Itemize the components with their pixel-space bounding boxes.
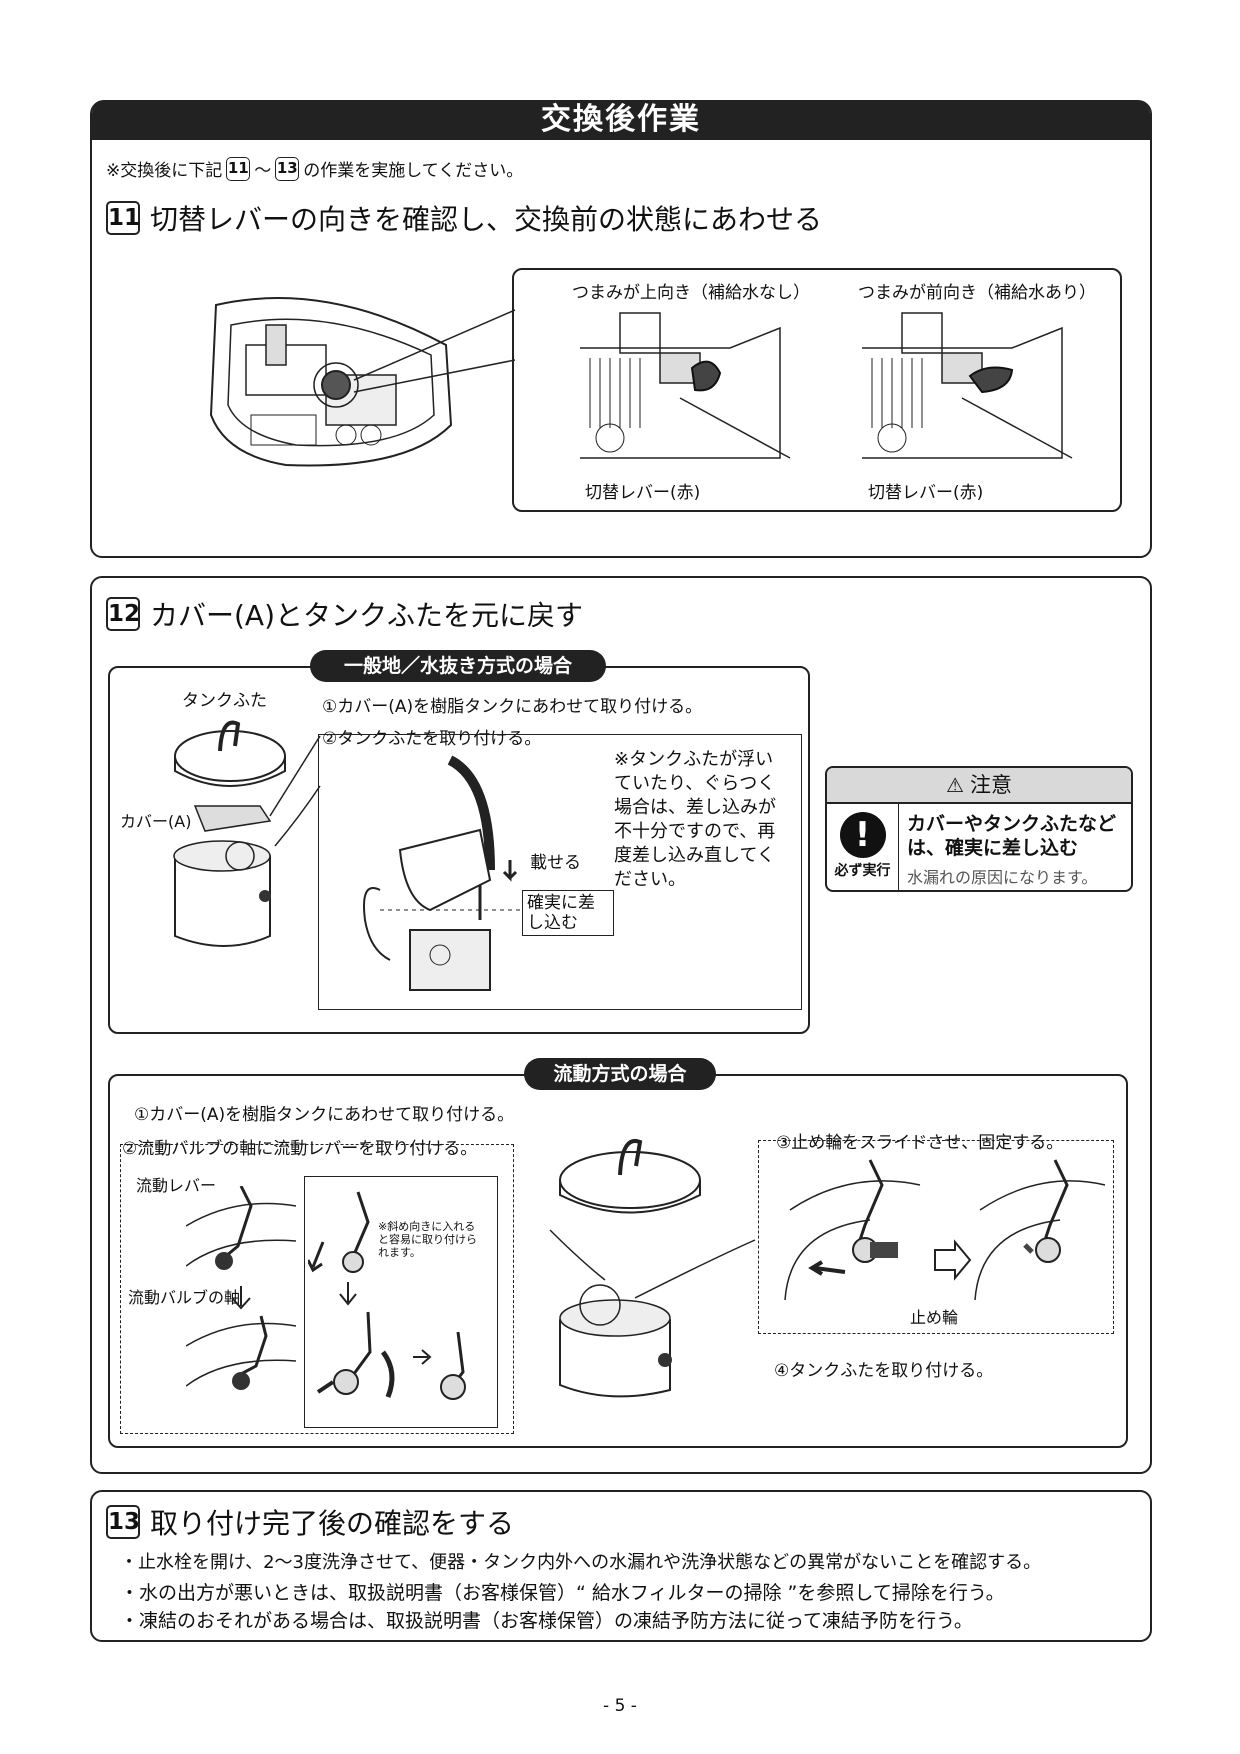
lever-label-left: 切替レバー(赤) xyxy=(585,483,701,503)
tank-assembly-illustration xyxy=(173,720,321,947)
flow-step1: ①カバー(A)を樹脂タンクにあわせて取り付ける。 xyxy=(134,1105,515,1125)
flow-step3-frame xyxy=(758,1140,1114,1334)
step13-title: 13 取り付け完了後の確認をする xyxy=(106,1505,515,1540)
flow-lever-label: 流動レバー xyxy=(136,1176,217,1195)
warning-triangle-icon: ⚠ xyxy=(946,773,964,797)
flow-lever-install-illustration xyxy=(186,1186,296,1390)
general-method-pill: 一般地／水抜き方式の場合 xyxy=(310,650,606,682)
lever-front-caption: つまみが前向き（補給水あり） xyxy=(858,283,1096,303)
lever-up-caption: つまみが上向き（補給水なし） xyxy=(572,283,810,303)
step13-bullet-3: ・凍結のおそれがある場合は、取扱説明書（お客様保管）の凍結予防方法に従って凍結予… xyxy=(120,1610,973,1632)
valve-shaft-label: 流動バルブの軸 xyxy=(128,1288,241,1307)
zoom-leader-lines xyxy=(353,309,516,393)
tank-lid-label: タンクふた xyxy=(182,691,267,711)
exclamation-icon: ! xyxy=(839,812,886,858)
cover-a-label: カバー(A) xyxy=(120,812,192,831)
caution-header: ⚠ 注意 xyxy=(827,768,1131,804)
lever-label-right: 切替レバー(赤) xyxy=(868,483,984,503)
must-do-block: ! 必ず実行 xyxy=(827,804,899,890)
tank-overview-illustration xyxy=(209,297,453,467)
lid-install-frame xyxy=(318,734,802,1010)
flow-tank-illustration xyxy=(549,1138,756,1398)
step12-title: 12 カバー(A)とタンクふたを元に戻す xyxy=(106,597,584,632)
flow-step4: ④タンクふたを取り付ける。 xyxy=(774,1361,994,1381)
caution-box: ⚠ 注意 ! 必ず実行 カバーやタンクふたなどは、確実に差し込む 水漏れの原因に… xyxy=(825,766,1133,892)
retaining-ring-label: 止め輪 xyxy=(910,1308,959,1327)
flow-method-pill: 流動方式の場合 xyxy=(524,1058,716,1090)
lid-note: ※タンクふたが浮いていたり、ぐらつく場合は、差し込みが不十分ですので、再度差し込… xyxy=(614,749,776,890)
flow-tip-note: ※斜め向きに入れると容易に取り付けられます。 xyxy=(378,1220,477,1259)
lever-detail-panel xyxy=(512,268,1122,512)
lever-front-illustration xyxy=(862,312,1073,459)
insert-firmly-label: 確実に差し込む xyxy=(522,890,614,936)
flow-step2-frame xyxy=(120,1144,514,1434)
section-step13 xyxy=(90,1490,1152,1642)
intro-note: ※交換後に下記 11 〜 13 の作業を実施してください。 xyxy=(106,156,524,181)
lid-install-illustration xyxy=(363,755,520,991)
place-label: 載せる xyxy=(530,853,581,873)
flow-lever-detail-illustration xyxy=(308,1191,466,1400)
step13-bullet-1: ・止水栓を開け、2〜3度洗浄させて、便器・タンク内外への水漏れや洗浄状態などの異… xyxy=(120,1552,1042,1573)
flow-step3: ③止め輪をスライドさせ、固定する。 xyxy=(776,1133,1064,1153)
general-step1: ①カバー(A)を樹脂タンクにあわせて取り付ける。 xyxy=(322,697,703,717)
page-number: - 5 - xyxy=(603,1696,637,1716)
step11-title: 11 切替レバーの向きを確認し、交換前の状態にあわせる xyxy=(106,201,823,236)
step13-bullet-2: ・水の出方が悪いときは、取扱説明書（お客様保管）“ 給水フィルターの掃除 ”を参… xyxy=(120,1582,1005,1604)
flow-lever-detail-frame xyxy=(304,1176,498,1428)
retaining-ring-illustration xyxy=(784,1159,1106,1301)
page-title: 交換後作業 xyxy=(92,100,1150,140)
lever-up-illustration xyxy=(580,312,791,459)
caution-body: カバーやタンクふたなどは、確実に差し込む 水漏れの原因になります。 xyxy=(907,813,1117,887)
